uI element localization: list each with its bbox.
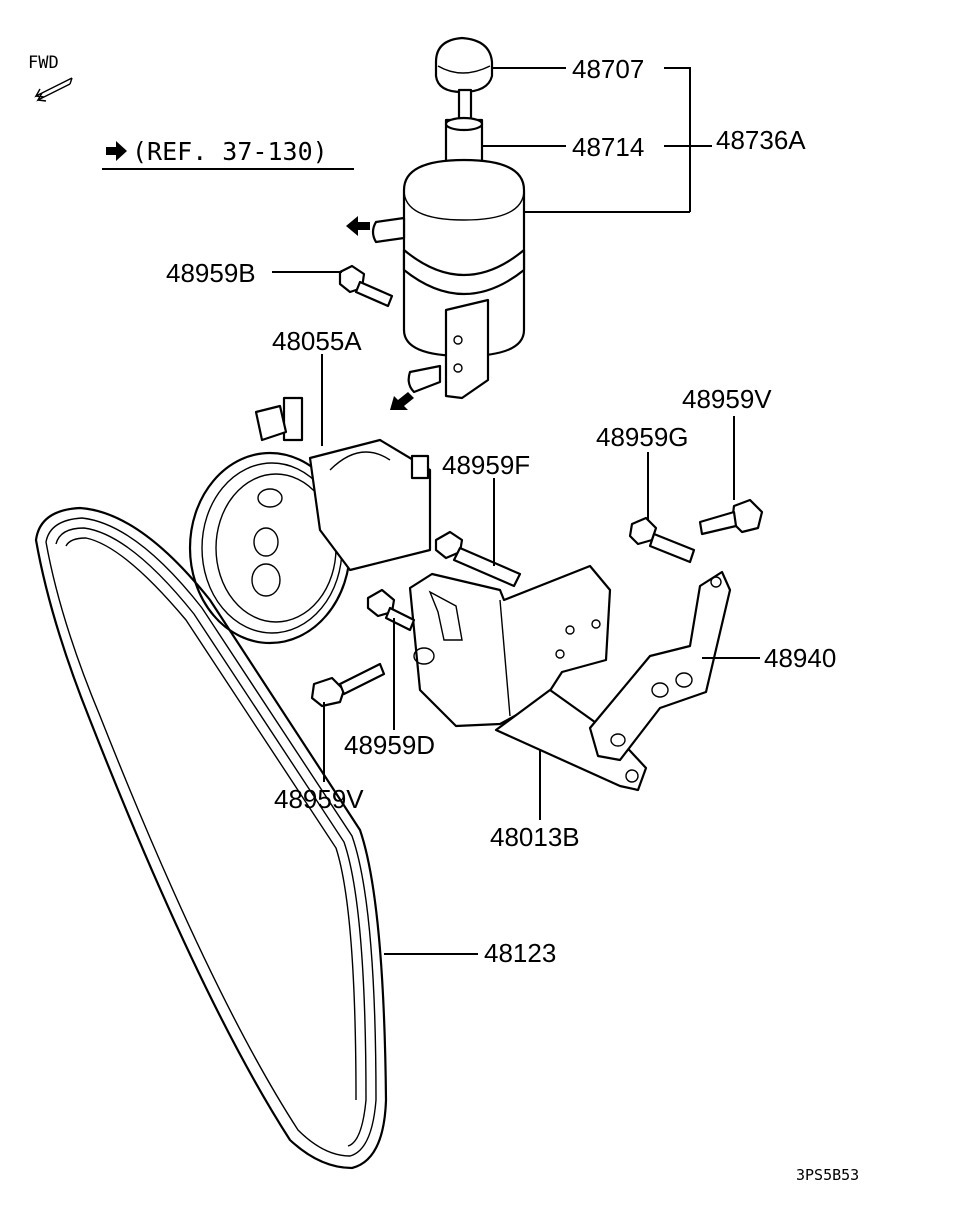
callout-48959g: 48959G bbox=[596, 422, 689, 452]
callout-48055a: 48055A bbox=[272, 326, 362, 356]
leader-lines bbox=[272, 67, 760, 955]
reference-text: (REF. 37-130) bbox=[132, 137, 328, 166]
callout-48959f: 48959F bbox=[442, 450, 530, 480]
reservoir-neck bbox=[444, 116, 484, 192]
callout-48959d: 48959D bbox=[344, 730, 435, 760]
callout-48707: 48707 bbox=[572, 54, 644, 84]
callout-48959v-bottom: 48959V bbox=[274, 784, 364, 814]
callout-48736a: 48736A bbox=[716, 125, 806, 155]
bracket-48013b bbox=[408, 564, 648, 792]
bolt-48959v-top bbox=[698, 498, 764, 536]
power-steering-pump bbox=[188, 396, 432, 645]
bolt-48959b bbox=[338, 264, 394, 308]
callout-48959v-top: 48959V bbox=[682, 384, 772, 414]
ref-arrow-icon bbox=[106, 141, 127, 161]
callout-48959b: 48959B bbox=[166, 258, 256, 288]
feed-arrow-icon bbox=[390, 392, 414, 410]
callout-labels: 48707 48714 48736A 48959B 48055A 48959V … bbox=[166, 54, 836, 968]
return-arrow-icon bbox=[346, 216, 370, 236]
callout-48940: 48940 bbox=[764, 643, 836, 673]
bolt-48959f bbox=[434, 530, 522, 588]
reference-note: (REF. 37-130) bbox=[102, 137, 354, 170]
bolt-48959g bbox=[628, 516, 696, 564]
reservoir-tank bbox=[371, 158, 526, 400]
fwd-label: FWD bbox=[28, 53, 59, 73]
callout-48123: 48123 bbox=[484, 938, 556, 968]
bolt-48959d bbox=[366, 588, 416, 632]
callout-48013b: 48013B bbox=[490, 822, 580, 852]
reservoir-cap bbox=[434, 36, 494, 124]
figure-code: 3PS5B53 bbox=[796, 1166, 859, 1184]
callout-48714: 48714 bbox=[572, 132, 644, 162]
drive-belt-48123 bbox=[34, 506, 388, 1170]
bolt-48959v-bottom bbox=[310, 662, 386, 708]
adjuster-48940 bbox=[588, 570, 732, 762]
fwd-arrow-icon bbox=[34, 77, 73, 102]
fwd-indicator: FWD bbox=[28, 53, 73, 102]
